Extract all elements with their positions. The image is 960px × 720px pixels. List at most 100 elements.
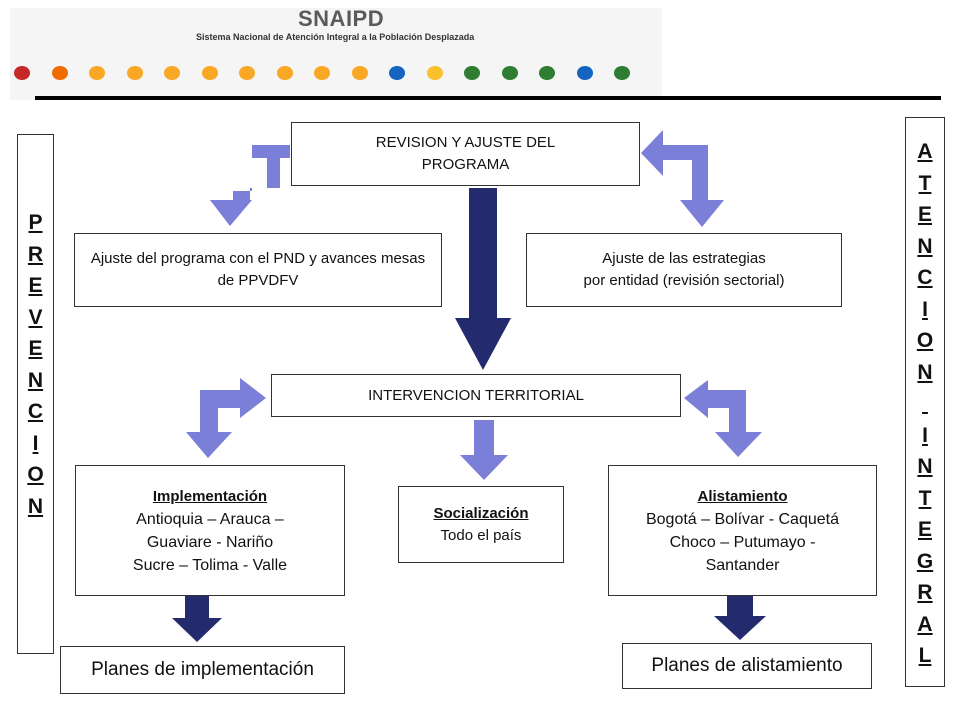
implementacion-line-1: Antioquia – Arauca – xyxy=(136,510,284,528)
atencion-integral-letter: I xyxy=(922,297,928,321)
logo-3 xyxy=(126,66,143,88)
logo-mark-icon xyxy=(539,66,555,80)
arrow-revision-to-intervencion xyxy=(455,188,511,370)
logo-mark-icon xyxy=(351,66,368,80)
logo-4 xyxy=(164,66,180,88)
implementacion-line-3: Sucre – Tolima - Valle xyxy=(132,556,288,574)
pnd-text: Ajuste del programa con el PND y avances… xyxy=(90,250,426,289)
revision-box: REVISION Y AJUSTE DEL PROGRAMA xyxy=(291,122,640,186)
atencion-integral-letter: T xyxy=(918,486,932,510)
logo-mark-icon xyxy=(239,66,255,80)
prevencion-letter: E xyxy=(28,337,43,360)
logo-1 xyxy=(51,66,68,88)
atencion-integral-letter: G xyxy=(916,549,934,573)
prevencion-letter: O xyxy=(27,463,44,486)
prevencion-letter: N xyxy=(27,494,44,518)
header-divider xyxy=(35,96,941,100)
atencion-integral-letter: N xyxy=(917,455,933,478)
banner-title: SNAIPD xyxy=(298,6,385,31)
arrow-intervencion-to-impl xyxy=(186,378,266,458)
alistamiento-box: Alistamiento Bogotá – Bolívar - Caquetá … xyxy=(608,465,877,596)
logo-11 xyxy=(426,66,443,88)
estrategias-box: Ajuste de las estrategias por entidad (r… xyxy=(526,233,842,307)
logo-13 xyxy=(501,66,518,88)
logo-0 xyxy=(14,66,30,88)
atencion-integral-letter: N xyxy=(917,234,933,258)
prevencion-letter: P xyxy=(28,211,43,234)
logo-mark-icon xyxy=(201,66,218,80)
logo-12 xyxy=(464,66,480,88)
arrow-alistamiento-to-planes xyxy=(714,594,766,640)
socializacion-title: Socialización xyxy=(433,504,529,522)
logo-15 xyxy=(576,66,593,88)
logo-6 xyxy=(239,66,255,88)
intervencion-text: INTERVENCION TERRITORIAL xyxy=(368,386,584,404)
implementacion-title: Implementación xyxy=(152,487,268,505)
atencion-integral-letter: N xyxy=(917,360,933,384)
arrow-revision-to-estrategias xyxy=(641,130,724,227)
logo-mark-icon xyxy=(14,66,30,80)
atencion-integral-letter: L xyxy=(918,644,932,667)
estrategias-line-1: Ajuste de las estrategias xyxy=(602,250,766,267)
atencion-integral-letter: E xyxy=(917,518,932,541)
pnd-box: Ajuste del programa con el PND y avances… xyxy=(74,233,442,307)
logo-mark-icon xyxy=(89,66,105,80)
logo-2 xyxy=(89,66,105,88)
socializacion-box: Socialización Todo el país xyxy=(398,486,564,563)
atencion-integral-letter: A xyxy=(917,612,933,636)
logo-mark-icon xyxy=(276,66,293,80)
atencion-integral-letter: I xyxy=(922,423,928,447)
arrow-revision-to-pnd xyxy=(210,145,290,226)
prevencion-letter: C xyxy=(27,400,44,423)
implementacion-box: Implementación Antioquia – Arauca – Guav… xyxy=(75,465,345,596)
logo-mark-icon xyxy=(164,66,180,80)
planes-implementacion-box: Planes de implementación xyxy=(60,646,345,694)
logo-mark-icon xyxy=(314,66,330,80)
alistamiento-line-1: Bogotá – Bolívar - Caquetá xyxy=(645,510,839,528)
prevencion-letter: V xyxy=(28,305,43,329)
logo-14 xyxy=(539,66,555,88)
banner-subtitle: Sistema Nacional de Atención Integral a … xyxy=(196,32,475,42)
implementacion-line-2: Guaviare - Nariño xyxy=(146,533,274,551)
alistamiento-line-3: Santander xyxy=(705,556,780,574)
logo-mark-icon xyxy=(126,66,143,80)
logo-10 xyxy=(389,66,405,88)
socializacion-text: Todo el país xyxy=(440,526,522,544)
logo-5 xyxy=(201,66,218,88)
logo-9 xyxy=(351,66,368,88)
arrow-intervencion-to-socializacion xyxy=(460,420,508,480)
atencion-integral-letter: A xyxy=(917,140,933,163)
alistamiento-line-2: Choco – Putumayo - xyxy=(669,533,816,551)
prevencion-letter: N xyxy=(27,368,44,392)
header-banner xyxy=(10,8,662,100)
prevencion-letter: E xyxy=(28,274,43,297)
logo-mark-icon xyxy=(389,66,405,80)
estrategias-line-2: por entidad (revisión sectorial) xyxy=(583,272,785,289)
logo-8 xyxy=(314,66,330,88)
atencion-integral-letter: T xyxy=(918,171,932,195)
logo-mark-icon xyxy=(51,66,68,80)
prevencion-letter: I xyxy=(32,431,39,455)
planes-alistamiento-box: Planes de alistamiento xyxy=(622,643,872,689)
arrow-impl-to-planes xyxy=(172,594,222,642)
atencion-integral-letter: E xyxy=(917,203,932,226)
logo-mark-icon xyxy=(426,66,443,80)
atencion-integral-letter: O xyxy=(916,329,934,352)
prevencion-letter: R xyxy=(27,242,44,266)
atencion-integral-letter: C xyxy=(917,266,933,289)
arrow-intervencion-to-alistamiento xyxy=(684,380,762,457)
planes-alistamiento-text: Planes de alistamiento xyxy=(651,655,843,676)
revision-text: REVISION Y AJUSTE DEL PROGRAMA xyxy=(375,134,556,173)
logo-mark-icon xyxy=(464,66,480,80)
alistamiento-title: Alistamiento xyxy=(697,487,788,505)
atencion-integral-letter: R xyxy=(917,581,933,604)
logo-mark-icon xyxy=(501,66,518,80)
logo-7 xyxy=(276,66,293,88)
logo-mark-icon xyxy=(576,66,593,80)
intervencion-box: INTERVENCION TERRITORIAL xyxy=(271,374,681,417)
planes-implementacion-text: Planes de implementación xyxy=(91,659,314,680)
logo-16 xyxy=(614,66,630,88)
